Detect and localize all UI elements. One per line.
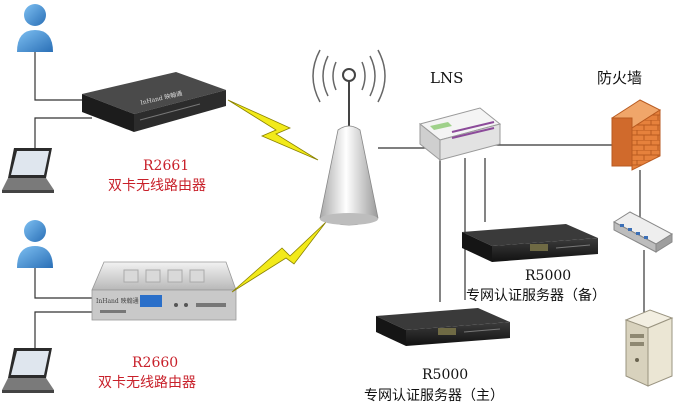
user-icon: [17, 220, 53, 268]
router-icon: [82, 72, 226, 132]
lightning-icon: [231, 221, 327, 293]
lns-router-icon: [418, 107, 502, 162]
firewall-label: 防火墙: [597, 69, 643, 87]
server-main-desc-label: 专网认证服务器（主）: [364, 388, 504, 404]
rack-server-icon: [462, 224, 598, 262]
router-icon: [91, 261, 237, 321]
user-icon: [17, 4, 53, 52]
server-backup-model-label: R5000: [525, 268, 572, 284]
router-top-model-label: R2661: [143, 158, 190, 174]
link-laptop-bottom: [34, 311, 96, 352]
laptop-icon: [2, 348, 54, 393]
connection-lines: [34, 50, 645, 352]
router-bottom-brand: InHand 映翰通: [96, 298, 139, 305]
router-bottom-desc-label: 双卡无线路由器: [98, 375, 196, 391]
firewall-icon: [610, 99, 662, 171]
rack-server-icon: [376, 308, 510, 346]
link-user-top: [34, 50, 92, 101]
router-top-desc-label: 双卡无线路由器: [108, 178, 206, 194]
router-bottom-model-label: R2660: [132, 355, 179, 371]
switch-icon: [612, 211, 674, 253]
lns-label: LNS: [430, 69, 464, 87]
link-user-bottom: [34, 268, 96, 299]
tower-server-icon: [624, 309, 674, 387]
lightning-icon: [227, 99, 319, 161]
antenna-tower-icon: [312, 49, 386, 226]
laptop-icon: [2, 148, 54, 193]
link-laptop-top: [34, 117, 92, 160]
server-backup-desc-label: 专网认证服务器（备）: [466, 288, 606, 304]
server-main-model-label: R5000: [422, 367, 469, 383]
